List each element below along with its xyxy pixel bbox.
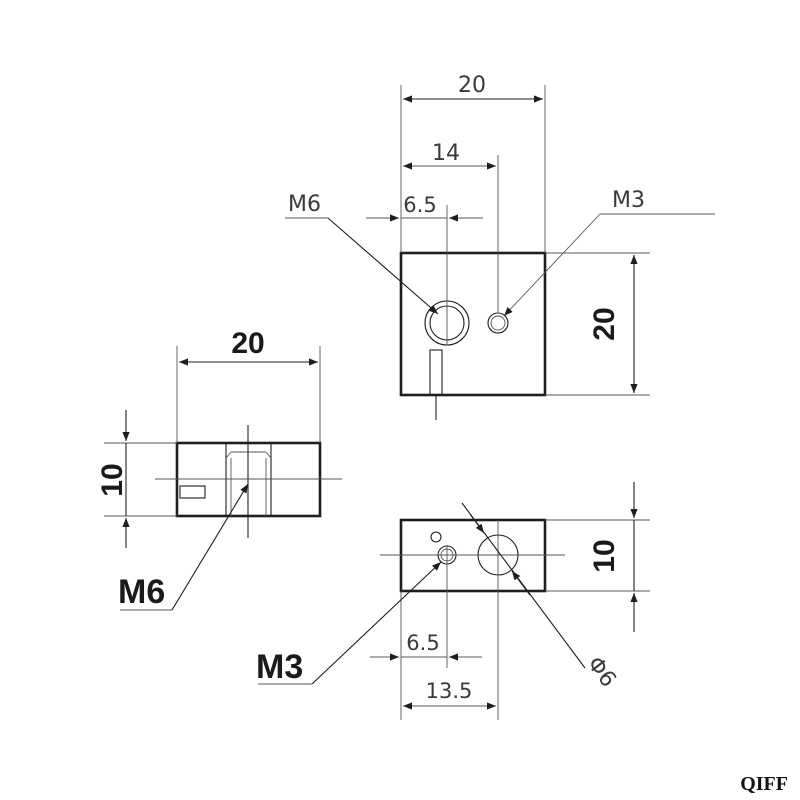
bottom-view-block (399, 518, 547, 593)
bottom-view-m3-label: M3 (256, 648, 303, 686)
top-view-m6-label: M6 (288, 192, 321, 217)
side-view-slot (179, 485, 206, 499)
top-view-width-dimension: 20 (458, 73, 486, 98)
top-view-m6-offset-dimension: 6.5 (403, 193, 436, 217)
bottom-view-dia-label: Φ6 (582, 652, 621, 692)
top-view-block (399, 251, 547, 397)
bottom-view-m3-offset-dimension: 6.5 (406, 631, 439, 655)
bottom-view-hole-offset-dimension: 13.5 (426, 679, 473, 703)
top-view-m3-offset-dimension: 14 (432, 141, 460, 166)
top-view: 20 14 6.5 20 M6 M3 (285, 73, 715, 420)
bottom-view-height-dimension: 10 (588, 539, 621, 572)
side-view: 20 10 M6 (96, 327, 342, 611)
side-view-width-dimension: 20 (231, 327, 264, 360)
bottom-view: 10 6.5 13.5 M3 Φ6 (256, 482, 650, 720)
top-view-m3-label: M3 (612, 188, 645, 213)
top-view-m3-hole-inner (490, 315, 506, 331)
top-view-slot (429, 349, 443, 396)
watermark-logo: QIFF (740, 773, 788, 795)
top-view-height-dimension: 20 (588, 307, 621, 340)
side-view-height-dimension: 10 (96, 463, 129, 496)
side-view-m6-label: M6 (118, 573, 165, 611)
bottom-view-small-hole (430, 531, 442, 543)
